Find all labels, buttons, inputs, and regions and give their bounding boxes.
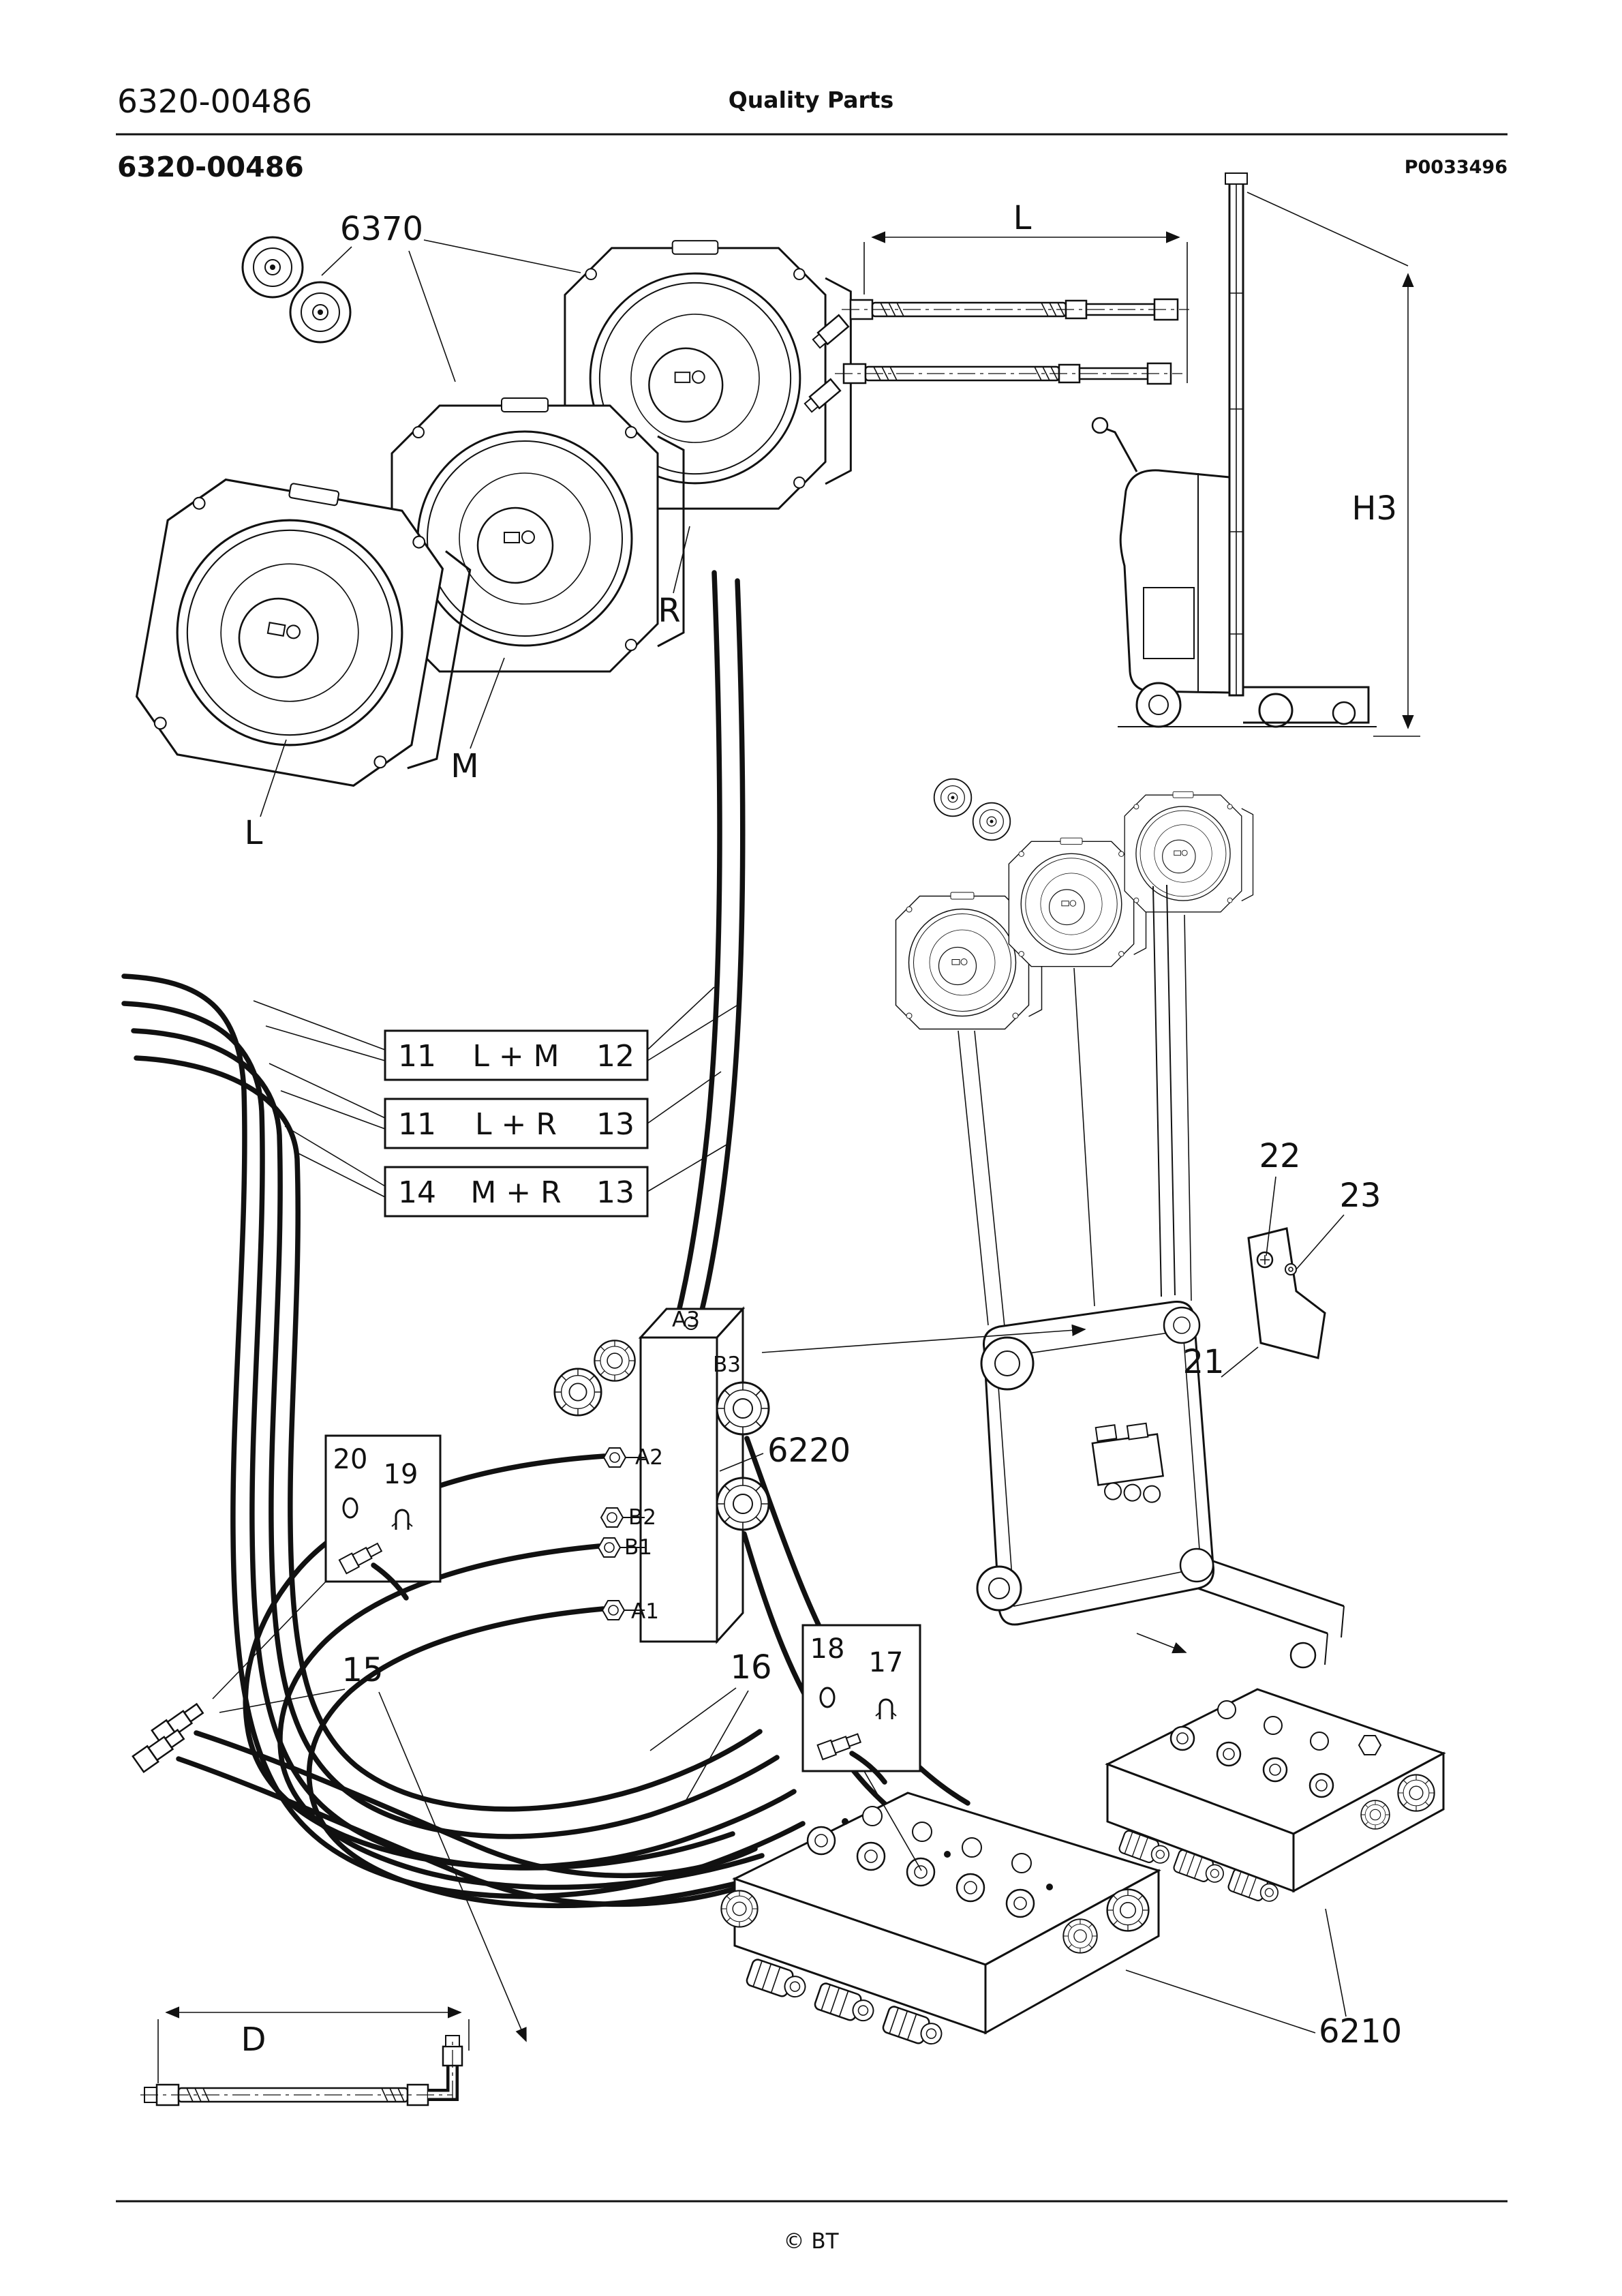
- port-b3-label: B3: [713, 1353, 741, 1377]
- callout-20: 20: [333, 1444, 368, 1475]
- callout-6220: 6220: [767, 1432, 851, 1470]
- hose-combo-table: 11 L + M 12 11 L + R 13 14 M + R 13: [253, 986, 741, 1218]
- combo3-label: M + R: [470, 1175, 561, 1210]
- detail-box-20-19: 20 19: [212, 1434, 442, 1700]
- reel-r-label: R: [658, 592, 680, 630]
- hose-lower: [804, 362, 1182, 413]
- combo3-left-qty: 14: [398, 1175, 436, 1210]
- dim-h3-label: H3: [1351, 489, 1397, 528]
- combo3-right-qty: 13: [596, 1175, 634, 1210]
- mid-reel-group: [895, 778, 1254, 1327]
- manifold-6220: A3 B3 A2 B2 B1 A1 6220: [553, 1306, 851, 1644]
- port-b2-label: B2: [628, 1505, 656, 1530]
- lift-carriage: [761, 1300, 1345, 1669]
- detail-box-18-17: 18 17: [801, 1624, 922, 1871]
- reel-m-label: M: [450, 747, 478, 785]
- ref-number: P0033496: [1405, 157, 1508, 178]
- callout-21: 21: [1182, 1343, 1224, 1381]
- callout-6210: 6210: [1319, 2012, 1402, 2051]
- carriage-valve-block: [1091, 1422, 1165, 1503]
- header-quality-parts: Quality Parts: [729, 87, 893, 113]
- hose-assembly-top: L: [804, 199, 1189, 413]
- combo2-right-qty: 13: [596, 1107, 634, 1142]
- bracket-assembly: 22 23 21: [1182, 1137, 1381, 1381]
- callout-16-group: 16: [649, 1648, 772, 1802]
- valve-block-front-ports: [806, 1806, 1053, 1918]
- callout-23: 23: [1339, 1177, 1381, 1215]
- footer-copyright: © BT: [783, 2229, 839, 2254]
- page-footer: © BT: [116, 2200, 1508, 2254]
- combo2-label: L + R: [475, 1107, 557, 1142]
- hose-combo-row-3: 14 M + R 13: [284, 1126, 729, 1218]
- callout-6370: 6370: [340, 210, 423, 248]
- reel-l-label: L: [245, 814, 263, 852]
- manifold-left-ports: [598, 1447, 645, 1620]
- callout-22: 22: [1259, 1137, 1300, 1175]
- truck-outline: H3: [1091, 172, 1420, 737]
- hose-upper: [812, 298, 1189, 349]
- callout-19: 19: [384, 1459, 418, 1490]
- callout-15-group: 15: [219, 1651, 527, 2042]
- leader-lines-6370: [321, 239, 581, 382]
- hose-combo-row-1: 11 L + M 12: [253, 986, 741, 1081]
- callout-16: 16: [730, 1648, 771, 1687]
- valve-block-front: [720, 1792, 1161, 2051]
- callout-17: 17: [869, 1647, 904, 1678]
- hose-bundle: [121, 570, 1344, 1909]
- valve-block-rear-ports: [1169, 1700, 1334, 1798]
- port-a2-label: A2: [635, 1445, 663, 1470]
- combo1-right-qty: 12: [596, 1039, 634, 1074]
- hose-end-fittings: [132, 1700, 206, 1773]
- header-doc-code: 6320-00486: [117, 83, 312, 121]
- hose-reel-group: 6370 R M L: [127, 210, 852, 852]
- combo1-left-qty: 11: [398, 1039, 436, 1074]
- callout-18: 18: [810, 1633, 845, 1665]
- lift-chains: [958, 884, 1192, 1327]
- page-header: 6320-00486 Quality Parts 6320-00486 P003…: [116, 83, 1508, 183]
- combo1-label: L + M: [472, 1039, 559, 1074]
- hose-d-assembly: D: [140, 2006, 470, 2106]
- callout-15: 15: [341, 1651, 383, 1689]
- callout-6210-group: 6210: [1125, 1908, 1402, 2051]
- hose-combo-row-2: 11 L + R 13: [269, 1063, 722, 1149]
- combo2-left-qty: 11: [398, 1107, 436, 1142]
- port-a3-label: A3: [672, 1308, 700, 1332]
- dim-l-label: L: [1013, 199, 1032, 237]
- page-title: 6320-00486: [117, 151, 304, 183]
- port-a1-label: A1: [631, 1599, 659, 1624]
- dim-d-label: D: [241, 2021, 266, 2059]
- valve-block-rear: [1105, 1688, 1446, 1907]
- port-b1-label: B1: [624, 1535, 652, 1560]
